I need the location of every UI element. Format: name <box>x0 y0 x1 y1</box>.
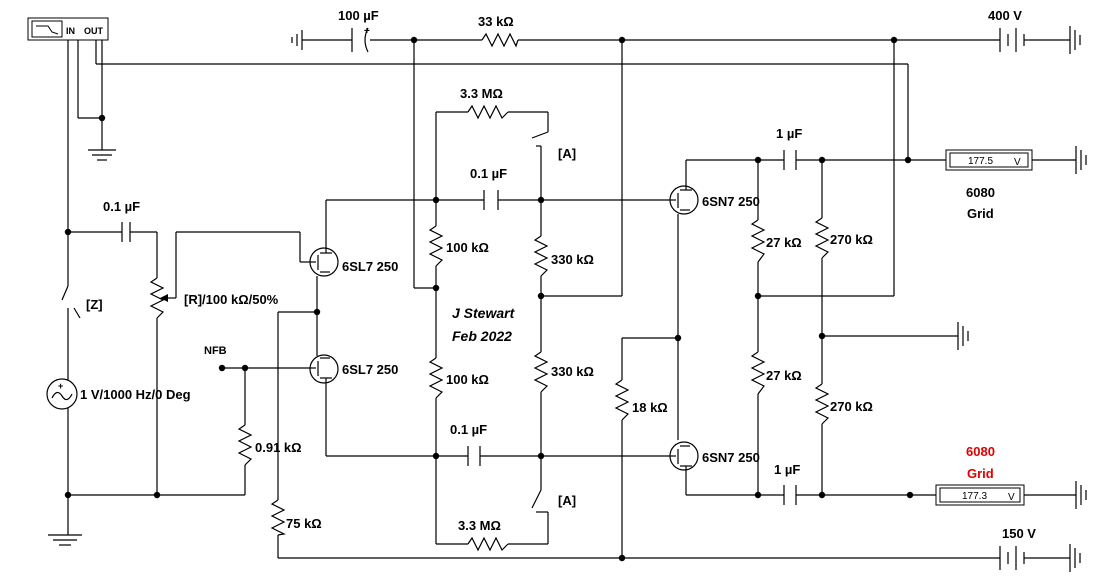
label-v-top: 400 V <box>988 8 1022 23</box>
svg-text:+: + <box>364 26 370 37</box>
resistor-75k[interactable] <box>270 499 286 536</box>
label-c-couple-lower: 0.1 µF <box>450 422 487 437</box>
bode-out-label: OUT <box>84 26 104 36</box>
potentiometer-wiper-arrow <box>160 294 168 302</box>
label-r100k-lower: 100 kΩ <box>446 372 489 387</box>
potentiometer[interactable] <box>149 277 165 319</box>
resistor-3m3-lower[interactable] <box>467 536 509 552</box>
meter-lower-unit: V <box>1008 492 1015 503</box>
bode-plotter[interactable]: IN OUT <box>27 17 109 41</box>
label-source: 1 V/1000 Hz/0 Deg <box>80 387 191 402</box>
ground-icon <box>1075 146 1087 174</box>
label-credit-date: Feb 2022 <box>452 328 512 344</box>
ground-icon <box>1075 481 1087 509</box>
switch-a-upper[interactable] <box>531 131 549 166</box>
capacitor-out-upper[interactable] <box>783 150 797 170</box>
label-nfb: NFB <box>204 345 227 357</box>
component-labels: 100 µF 33 kΩ 400 V 3.3 MΩ [A] 0.1 µF 1 µ… <box>80 8 1036 541</box>
label-switch-a-upper: [A] <box>558 146 576 161</box>
switch-z[interactable] <box>61 285 81 319</box>
capacitor-couple-upper[interactable] <box>483 190 499 210</box>
switch-a-lower[interactable] <box>531 480 548 513</box>
svg-text:+: + <box>58 381 63 391</box>
meter-upper-value: 177.5 <box>968 156 993 167</box>
ground-icon <box>88 149 116 161</box>
battery-150v[interactable] <box>999 546 1030 570</box>
ground-icon <box>48 534 82 546</box>
label-meter-lower-name: 6080 <box>966 444 995 459</box>
resistor-27k-lower[interactable] <box>750 351 766 395</box>
label-r091k: 0.91 kΩ <box>255 440 302 455</box>
resistor-270k-upper[interactable] <box>814 217 830 259</box>
resistor-27k-upper[interactable] <box>750 219 766 263</box>
resistor-270k-lower[interactable] <box>814 383 830 425</box>
label-meter-lower-sub: Grid <box>967 466 994 481</box>
label-v-bottom: 150 V <box>1002 526 1036 541</box>
label-c-input: 100 µF <box>338 8 379 23</box>
label-r330k-upper: 330 kΩ <box>551 252 594 267</box>
label-r27k-upper: 27 kΩ <box>766 235 802 250</box>
junction-dots <box>64 36 914 562</box>
voltmeter-upper[interactable]: 177.5 V <box>945 149 1033 171</box>
label-meter-upper-name: 6080 <box>966 185 995 200</box>
resistor-18k[interactable] <box>614 379 630 421</box>
label-credit-name: J Stewart <box>452 305 516 321</box>
ground-icon <box>1069 26 1081 54</box>
tube-6sl7-lower[interactable] <box>309 354 339 385</box>
label-r270k-upper: 270 kΩ <box>830 232 873 247</box>
label-r75k: 75 kΩ <box>286 516 322 531</box>
tube-6sl7-upper[interactable] <box>309 247 339 277</box>
label-c-out-upper: 1 µF <box>776 126 802 141</box>
label-r-fb-lower: 3.3 MΩ <box>458 518 501 533</box>
label-switch-z: [Z] <box>86 297 103 312</box>
resistors <box>149 32 830 552</box>
capacitors: + <box>121 26 797 505</box>
capacitor-input[interactable] <box>121 222 131 242</box>
label-tube4: 6SN7 250 <box>702 450 760 465</box>
ground-icon <box>1069 544 1081 572</box>
label-r27k-lower: 27 kΩ <box>766 368 802 383</box>
grounds <box>48 26 1087 572</box>
resistor-091k[interactable] <box>237 424 253 466</box>
ac-source[interactable]: + <box>46 378 78 410</box>
capacitor-out-lower[interactable] <box>783 485 797 505</box>
capacitor-100uf[interactable]: + <box>351 26 370 53</box>
label-meter-upper-sub: Grid <box>967 206 994 221</box>
label-c-out-lower: 1 µF <box>774 462 800 477</box>
resistor-3m3-upper[interactable] <box>467 104 509 120</box>
tube-6sn7-lower[interactable] <box>669 441 699 471</box>
label-r330k-lower: 330 kΩ <box>551 364 594 379</box>
resistor-100k-upper[interactable] <box>428 225 444 267</box>
resistor-330k-lower[interactable] <box>533 351 549 393</box>
label-tube2: 6SL7 250 <box>342 362 398 377</box>
label-r270k-lower: 270 kΩ <box>830 399 873 414</box>
resistor-33k[interactable] <box>481 32 519 48</box>
meter-upper-unit: V <box>1014 157 1021 168</box>
ground-icon <box>957 322 969 350</box>
label-r18k: 18 kΩ <box>632 400 668 415</box>
bode-in-label: IN <box>66 26 75 36</box>
label-r-top: 33 kΩ <box>478 14 514 29</box>
voltmeter-lower[interactable]: 177.3 V <box>935 484 1025 506</box>
meter-lower-value: 177.3 <box>962 491 987 502</box>
battery-400v[interactable] <box>999 28 1030 52</box>
label-c-couple-upper: 0.1 µF <box>470 166 507 181</box>
tube-6sn7-upper[interactable] <box>669 184 699 215</box>
label-r-fb-upper: 3.3 MΩ <box>460 86 503 101</box>
resistor-330k-upper[interactable] <box>533 235 549 277</box>
batteries <box>999 28 1030 570</box>
label-c-in: 0.1 µF <box>103 199 140 214</box>
capacitor-couple-lower[interactable] <box>467 446 481 466</box>
vacuum-tubes <box>309 184 699 471</box>
label-switch-a-lower: [A] <box>558 493 576 508</box>
label-tube1: 6SL7 250 <box>342 259 398 274</box>
ground-icon <box>291 30 303 50</box>
label-pot: [R]/100 kΩ/50% <box>184 292 279 307</box>
label-r100k-upper: 100 kΩ <box>446 240 489 255</box>
label-tube3: 6SN7 250 <box>702 194 760 209</box>
resistor-100k-lower[interactable] <box>428 357 444 399</box>
switches <box>61 131 549 513</box>
